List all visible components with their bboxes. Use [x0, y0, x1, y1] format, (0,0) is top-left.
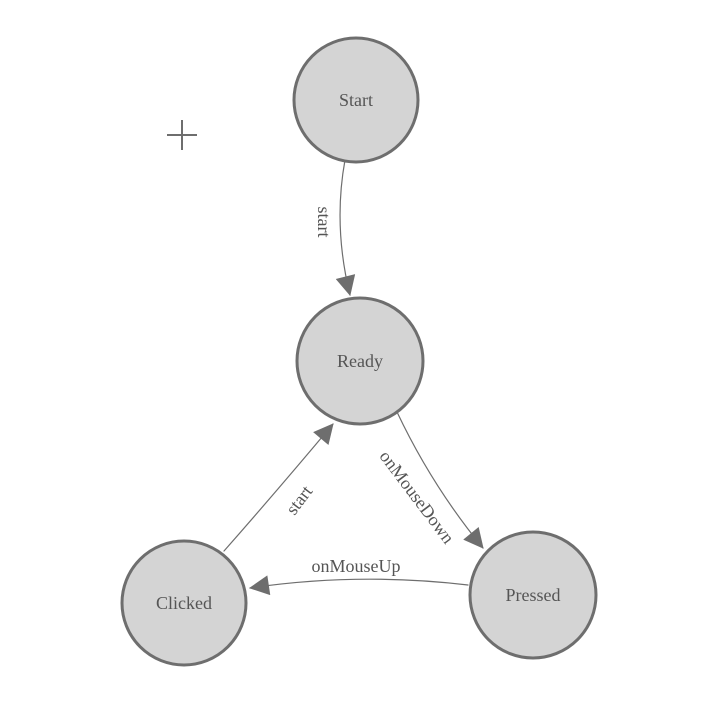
edge-label-ready-to-pressed: onMouseDown — [376, 447, 459, 548]
edge-path-pressed-to-clicked[interactable] — [249, 575, 469, 596]
state-label-pressed: Pressed — [506, 585, 561, 605]
state-circle-pressed[interactable] — [468, 530, 598, 660]
state-label-clicked: Clicked — [156, 593, 212, 613]
edge-path-ready-to-pressed[interactable] — [396, 411, 484, 549]
edge-label-start-to-ready: start — [314, 207, 334, 238]
state-label-start: Start — [339, 90, 373, 110]
transition-edge-start-to-ready[interactable]: start — [314, 159, 356, 296]
state-circle-start[interactable] — [292, 36, 420, 164]
edge-label-clicked-to-ready: start — [282, 482, 317, 519]
state-node-clicked[interactable]: Clicked — [120, 539, 248, 667]
state-node-start[interactable]: Start — [292, 36, 420, 164]
transition-edge-pressed-to-clicked[interactable]: onMouseUp — [249, 556, 469, 596]
origin-crosshair-icon — [167, 120, 197, 150]
state-node-ready[interactable]: Ready — [295, 296, 425, 426]
state-node-pressed[interactable]: Pressed — [468, 530, 598, 660]
transition-edge-ready-to-pressed[interactable]: onMouseDown — [376, 411, 484, 549]
state-label-ready: Ready — [337, 351, 383, 371]
edge-path-start-to-ready[interactable] — [335, 159, 356, 296]
state-circle-clicked[interactable] — [120, 539, 248, 667]
edge-path-clicked-to-ready[interactable] — [223, 423, 334, 552]
edge-label-pressed-to-clicked: onMouseUp — [312, 556, 401, 576]
state-circle-ready[interactable] — [295, 296, 425, 426]
transition-edge-clicked-to-ready[interactable]: start — [223, 423, 334, 552]
